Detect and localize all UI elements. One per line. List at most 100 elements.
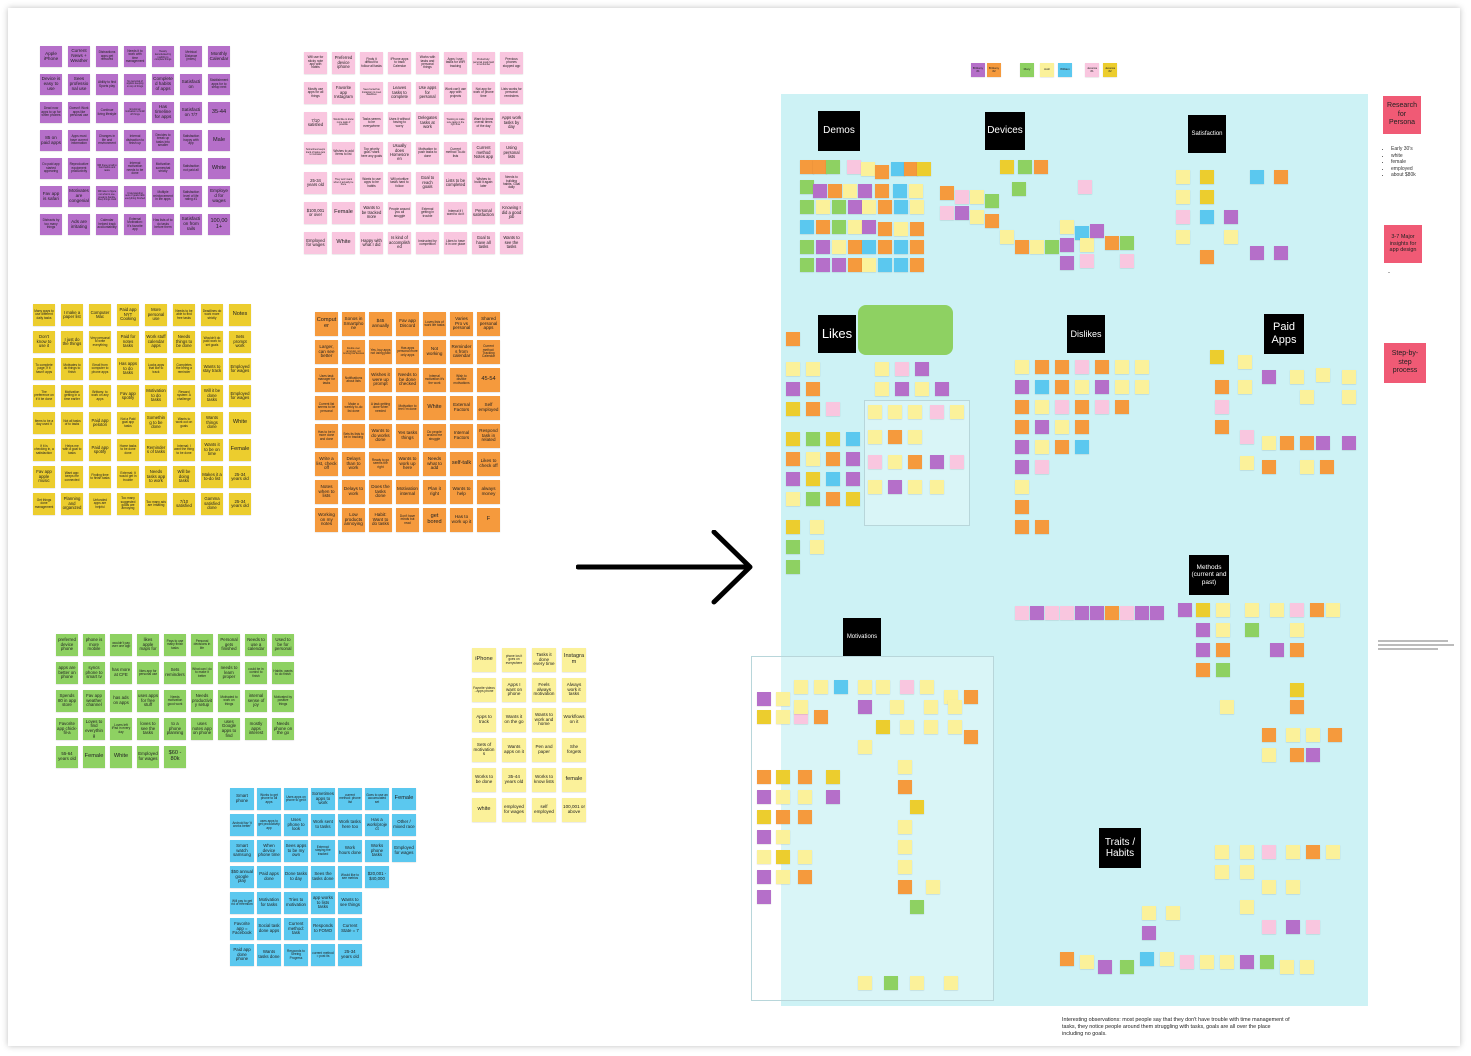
canvas-sticky-note[interactable] (776, 810, 790, 824)
canvas-sticky-note[interactable] (910, 222, 924, 236)
canvas-sticky-note[interactable] (1176, 170, 1190, 184)
canvas-sticky-note[interactable] (810, 540, 824, 554)
canvas-sticky-note[interactable] (1240, 430, 1254, 444)
sticky-note[interactable]: Want to know overall times of the day (472, 112, 495, 134)
canvas-sticky-note[interactable] (1095, 360, 1109, 374)
sticky-note[interactable]: Motivated to work on things (218, 690, 240, 712)
canvas-sticky-note[interactable] (1210, 350, 1224, 364)
sticky-note[interactable]: White (229, 412, 251, 434)
sticky-note[interactable]: Sees professional use (68, 74, 90, 95)
canvas-sticky-note[interactable] (786, 332, 800, 346)
canvas-sticky-note[interactable] (816, 220, 830, 234)
canvas-sticky-note[interactable] (1075, 440, 1089, 454)
canvas-sticky-note[interactable] (1220, 955, 1234, 969)
sticky-note[interactable]: Will prioritize tasks hard to follow (388, 172, 411, 194)
sticky-note[interactable]: Previous phones stopped app (500, 52, 523, 74)
sticky-note[interactable]: Current method: task (284, 918, 308, 940)
header-motivations[interactable]: Motivations (843, 618, 881, 656)
header-dislikes[interactable]: Dislikes (1067, 315, 1105, 353)
canvas-sticky-note[interactable] (832, 258, 846, 272)
canvas-sticky-note[interactable] (898, 880, 912, 894)
canvas-sticky-note[interactable] (1286, 845, 1300, 859)
sticky-note[interactable]: Has apps personal more only apps (396, 340, 419, 364)
sticky-note[interactable]: $50 annual google play (230, 866, 254, 888)
canvas-sticky-note[interactable] (1326, 603, 1340, 617)
sticky-note[interactable]: Wants to do works done (369, 424, 392, 448)
sticky-note[interactable]: Stablishment apps for to setup next (208, 74, 230, 95)
canvas-sticky-note[interactable] (832, 240, 846, 254)
sticky-note[interactable]: Needs phone on the go (272, 718, 294, 740)
sticky-note[interactable]: Not app for work or phone time (472, 82, 495, 104)
canvas-sticky-note[interactable] (1250, 170, 1264, 184)
sticky-note[interactable]: Monthly Calendar (208, 46, 230, 67)
canvas-sticky-note[interactable] (757, 830, 771, 844)
sticky-note[interactable]: Satisfaction happy with app (180, 130, 202, 151)
canvas-sticky-note[interactable] (1045, 240, 1059, 254)
canvas-sticky-note[interactable] (861, 162, 875, 176)
canvas-sticky-note[interactable] (878, 222, 892, 236)
sticky-note[interactable]: Preferred device iphone (332, 52, 355, 74)
canvas-sticky-note[interactable] (1216, 603, 1230, 617)
sticky-note[interactable]: Use apps for personal (416, 82, 439, 104)
sticky-note[interactable]: Very personal to write everything (89, 331, 111, 353)
header-traits-habits[interactable]: Traits / Habits (1099, 828, 1141, 868)
canvas-sticky-note[interactable] (832, 220, 846, 234)
sticky-note[interactable]: Tasks seems to be everywhere (360, 112, 383, 134)
canvas-sticky-note[interactable] (878, 258, 892, 272)
canvas-sticky-note[interactable] (826, 472, 840, 486)
sticky-note[interactable]: Loves to find everything (83, 718, 105, 740)
sticky-note[interactable]: Needs to building habits, Goal daily (500, 172, 523, 194)
canvas-sticky-note[interactable] (1196, 643, 1210, 657)
sticky-note[interactable]: Too many suggested goals are annoying (117, 493, 139, 515)
header-satisfaction[interactable]: Satisfaction (1188, 115, 1226, 153)
canvas-sticky-note[interactable] (1262, 845, 1276, 859)
canvas-sticky-note[interactable] (888, 430, 902, 444)
canvas-sticky-note[interactable] (1075, 420, 1089, 434)
canvas-sticky-note[interactable] (806, 472, 820, 486)
canvas-sticky-note[interactable] (806, 492, 820, 506)
canvas-sticky-note[interactable] (1342, 436, 1356, 450)
sticky-note[interactable]: Favorite app chick-fil-a (56, 718, 78, 740)
sticky-note[interactable]: Email from computer to phone apps (89, 358, 111, 380)
sticky-note[interactable]: Uses apps on phone to get it (284, 788, 308, 810)
canvas-sticky-note[interactable] (1196, 623, 1210, 637)
canvas-sticky-note[interactable] (806, 432, 820, 446)
sticky-note[interactable]: Employed for wages (229, 385, 251, 407)
sticky-note[interactable]: 25-34 years old (229, 466, 251, 488)
canvas-sticky-note[interactable] (1290, 643, 1304, 657)
canvas-sticky-note[interactable] (1120, 960, 1134, 974)
sticky-note[interactable]: Continue living lifestyle (96, 102, 118, 123)
sticky-note[interactable]: Unfunded apps are helpful (89, 493, 111, 515)
sticky-note[interactable]: Social task done apps (257, 918, 281, 940)
canvas-sticky-note[interactable] (1120, 606, 1134, 620)
canvas-sticky-note[interactable] (888, 405, 902, 419)
canvas-sticky-note[interactable] (1262, 728, 1276, 742)
canvas-sticky-note[interactable] (862, 200, 876, 214)
sticky-note[interactable]: Paid app spotify (89, 439, 111, 461)
sticky-note[interactable]: Ability to find Sports play (96, 74, 118, 95)
canvas-sticky-note[interactable] (935, 382, 949, 396)
sticky-note[interactable]: Lists to be completed (444, 172, 467, 194)
canvas-sticky-note[interactable] (800, 258, 814, 272)
canvas-sticky-note[interactable] (868, 405, 882, 419)
sticky-note[interactable]: app works to lists tasks (311, 892, 335, 914)
canvas-sticky-note[interactable] (930, 455, 944, 469)
sticky-note[interactable]: Works with tasks and personal things (416, 52, 439, 74)
sticky-note[interactable]: A task getting done when needed (369, 396, 392, 420)
canvas-sticky-note[interactable] (1015, 420, 1029, 434)
sticky-note[interactable]: Needs productivity setup (191, 690, 213, 712)
canvas-sticky-note[interactable] (875, 382, 889, 396)
sticky-note[interactable]: Wants things done (201, 412, 223, 434)
sticky-note[interactable]: Apps work tasks by day (500, 112, 523, 134)
canvas-sticky-note[interactable] (786, 452, 800, 466)
sticky-note[interactable]: Working on my notes (315, 508, 338, 532)
sticky-note[interactable]: Instagram (562, 648, 586, 672)
sticky-note[interactable]: Works phone tasks (365, 840, 389, 862)
canvas-sticky-note[interactable] (862, 258, 876, 272)
canvas-sticky-note[interactable] (1178, 603, 1192, 617)
sticky-note[interactable]: Has to work up it (450, 508, 473, 532)
sticky-note[interactable]: preferred device phone (56, 634, 78, 656)
sticky-note[interactable]: syncs phone to smart tv (83, 662, 105, 684)
canvas-sticky-note[interactable] (875, 184, 889, 198)
canvas-sticky-note[interactable] (950, 455, 964, 469)
